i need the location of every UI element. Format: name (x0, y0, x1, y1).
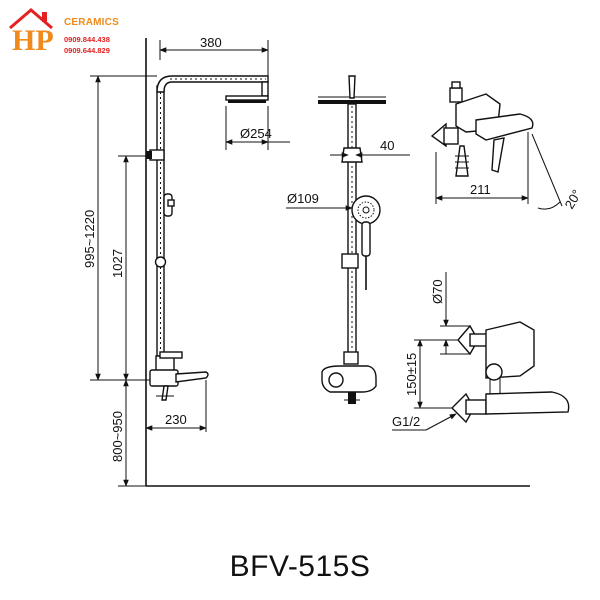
dim-arm-length: 380 (159, 35, 269, 90)
arm-length-label: 380 (200, 35, 222, 50)
house-icon: HP (9, 8, 54, 52)
spout-length-label: 211 (470, 182, 491, 197)
dim-angle: 20° (531, 133, 585, 212)
logo-phone-1: 0909.844.438 (64, 35, 110, 44)
dim-hand-shower-diameter: Ø109 (286, 191, 352, 209)
thread-label: G1/2 (392, 414, 420, 429)
dim-floor-height: 800~950 (110, 379, 146, 487)
brand-logo: HP CERAMICS 0909.844.438 0909.644.829 (2, 2, 130, 58)
slide-height-label: 1027 (110, 249, 125, 278)
dim-inlet-spacing: 150±15 (404, 339, 458, 409)
mixer-plan-view (451, 321, 570, 424)
dim-height-range: 995~1220 (82, 75, 157, 381)
dim-thread: G1/2 (392, 413, 457, 431)
dim-flange-diameter: Ø70 (430, 272, 470, 355)
dim-rail-offset: 40 (330, 138, 410, 158)
model-name: BFV-515S (229, 550, 371, 583)
mixer-top-view (430, 81, 534, 177)
logo-letters: HP (12, 24, 54, 52)
dim-spout-length: 211 (435, 132, 529, 204)
hand-shower-diameter-label: Ø109 (287, 191, 319, 206)
front-view (318, 75, 386, 404)
wall-and-floor (145, 38, 530, 487)
dim-mixer-depth: 230 (145, 380, 207, 432)
floor-height-label: 800~950 (110, 411, 125, 462)
side-view (146, 75, 269, 401)
dim-slide-height: 1027 (110, 155, 150, 381)
angle-label: 20° (562, 187, 585, 212)
height-range-label: 995~1220 (82, 210, 97, 268)
mixer-depth-label: 230 (165, 412, 187, 427)
dim-head-diameter: Ø254 (225, 106, 290, 150)
logo-phone-2: 0909.644.829 (64, 46, 110, 55)
rail-offset-label: 40 (380, 138, 394, 153)
flange-diameter-label: Ø70 (430, 279, 445, 304)
logo-brand-text: CERAMICS (64, 17, 119, 28)
head-diameter-label: Ø254 (240, 126, 272, 141)
inlet-spacing-label: 150±15 (404, 353, 419, 396)
